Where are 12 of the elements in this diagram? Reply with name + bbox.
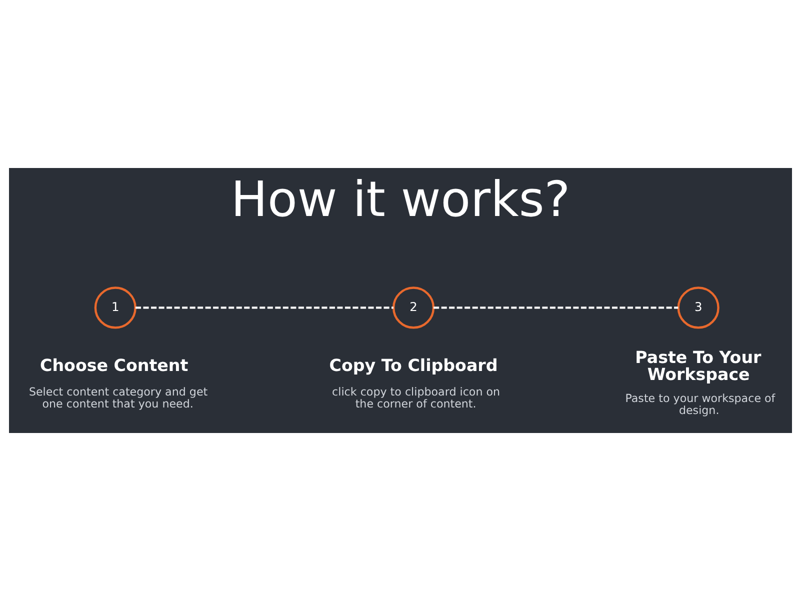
diagram-title: How it works? — [230, 171, 570, 228]
connector — [433, 306, 678, 308]
node-label: click copy to clipboard icon on the corner of content. — [332, 384, 500, 410]
node-label: Paste to your workspace of design. — [624, 391, 775, 417]
node-circle: 3 — [676, 286, 719, 328]
node-circle: 1 — [94, 286, 136, 328]
node-label: Select content category and get one content that you need. — [28, 384, 208, 410]
node-label: Choose Content — [40, 355, 188, 374]
node-label: Paste To Your Workspace — [634, 348, 761, 384]
node-label: Copy To Clipboard — [328, 355, 498, 374]
node-circle: 2 — [392, 286, 434, 328]
connector — [135, 306, 393, 308]
